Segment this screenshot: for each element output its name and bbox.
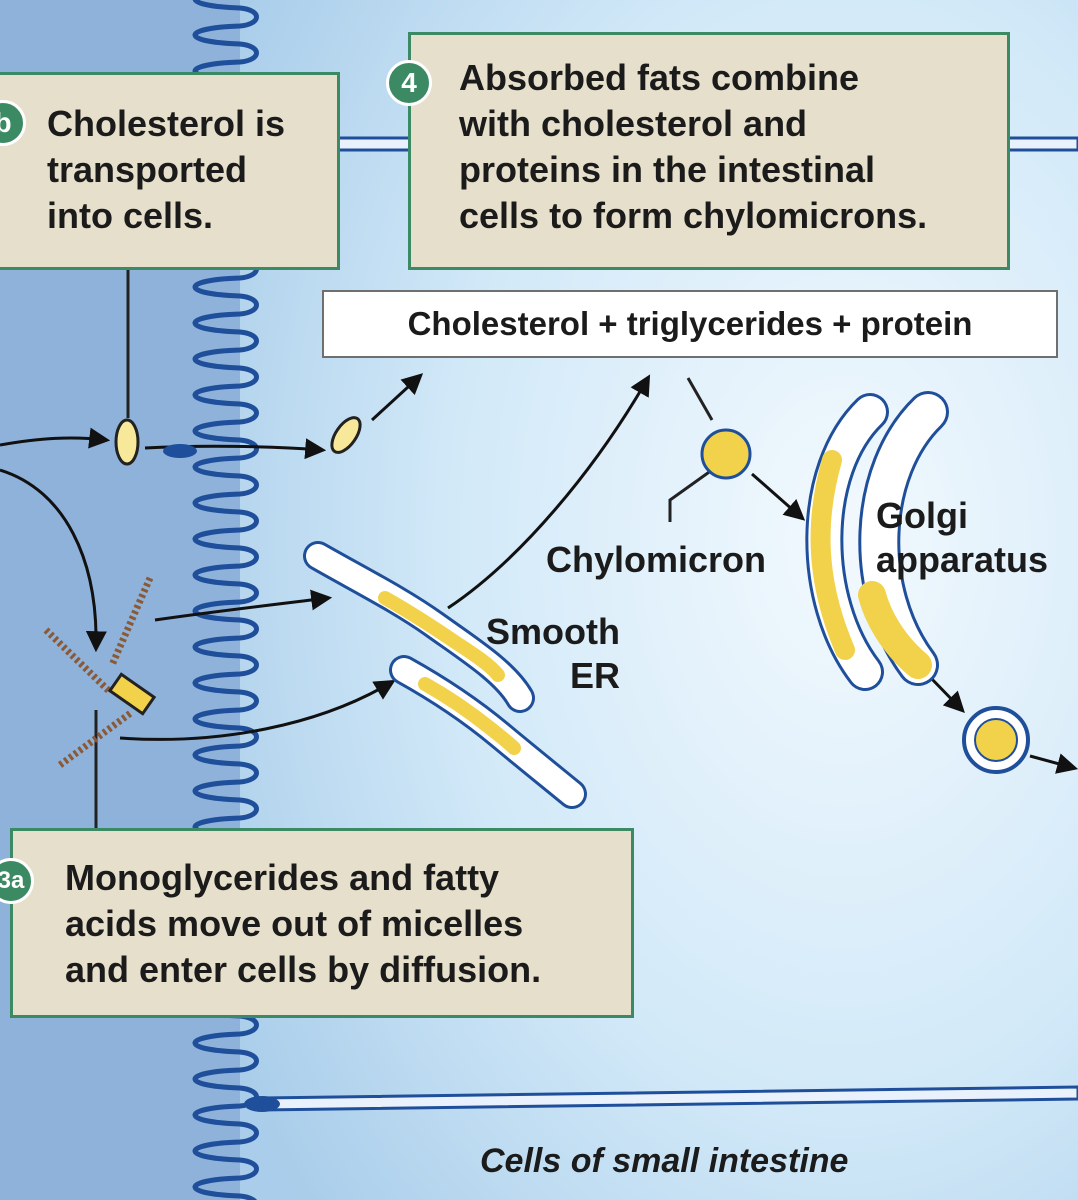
cholesterol-transporter bbox=[163, 444, 197, 458]
step-3a-text: Monoglycerides and fatty acids move out … bbox=[65, 857, 542, 990]
fatty-acid-chain-2 bbox=[108, 576, 154, 667]
arrow-er-to-formula bbox=[447, 374, 651, 610]
step-3b-text: Cholesterol is transported into cells. bbox=[47, 103, 286, 236]
arrow-monoglyceride-to-er bbox=[119, 679, 396, 741]
arrow-chylomicron-to-golgi bbox=[751, 472, 806, 521]
step-4-badge: 4 bbox=[386, 60, 432, 106]
chylomicron-particle bbox=[700, 428, 752, 480]
cholesterol-molecule-inside bbox=[330, 416, 362, 454]
smooth-er bbox=[303, 541, 587, 809]
golgi-apparatus bbox=[805, 391, 949, 691]
cholesterol-molecule-outside bbox=[114, 418, 140, 466]
chylomicron-label: Chylomicron bbox=[546, 539, 767, 580]
arrow-fatty-acid-to-er bbox=[154, 589, 333, 622]
monoglyceride bbox=[107, 672, 157, 716]
leader-formula bbox=[686, 377, 714, 421]
arrow-into-cholesterol bbox=[0, 427, 111, 449]
fatty-acid-chain-1 bbox=[43, 627, 113, 695]
arrow-cholesterol-cross bbox=[144, 438, 327, 460]
step-4-text: Absorbed fats combine with cholesterol a… bbox=[459, 57, 928, 236]
lower-junction-node bbox=[244, 1096, 280, 1112]
arrow-cholesterol-to-formula bbox=[370, 373, 424, 422]
fatty-acid-chain-3 bbox=[57, 709, 135, 768]
arrow-down-to-micelle bbox=[0, 468, 107, 653]
leader-chylomicron bbox=[668, 468, 713, 522]
vesicle-chylomicron bbox=[974, 718, 1018, 762]
arrow-golgi-to-vesicle bbox=[926, 673, 965, 714]
figure-caption: Cells of small intestine bbox=[480, 1142, 849, 1180]
step-3b-box: Cholesterol is transported into cells. bbox=[0, 72, 340, 270]
step-4-box: Absorbed fats combine with cholesterol a… bbox=[408, 32, 1010, 270]
formula-box: Cholesterol + triglycerides + protein bbox=[322, 290, 1058, 358]
arrow-vesicle-exit bbox=[1029, 753, 1078, 774]
step-3a-box: Monoglycerides and fatty acids move out … bbox=[10, 828, 634, 1018]
golgi-label: Golgi apparatus bbox=[876, 495, 1049, 580]
smooth-er-label: Smooth ER bbox=[486, 611, 620, 696]
